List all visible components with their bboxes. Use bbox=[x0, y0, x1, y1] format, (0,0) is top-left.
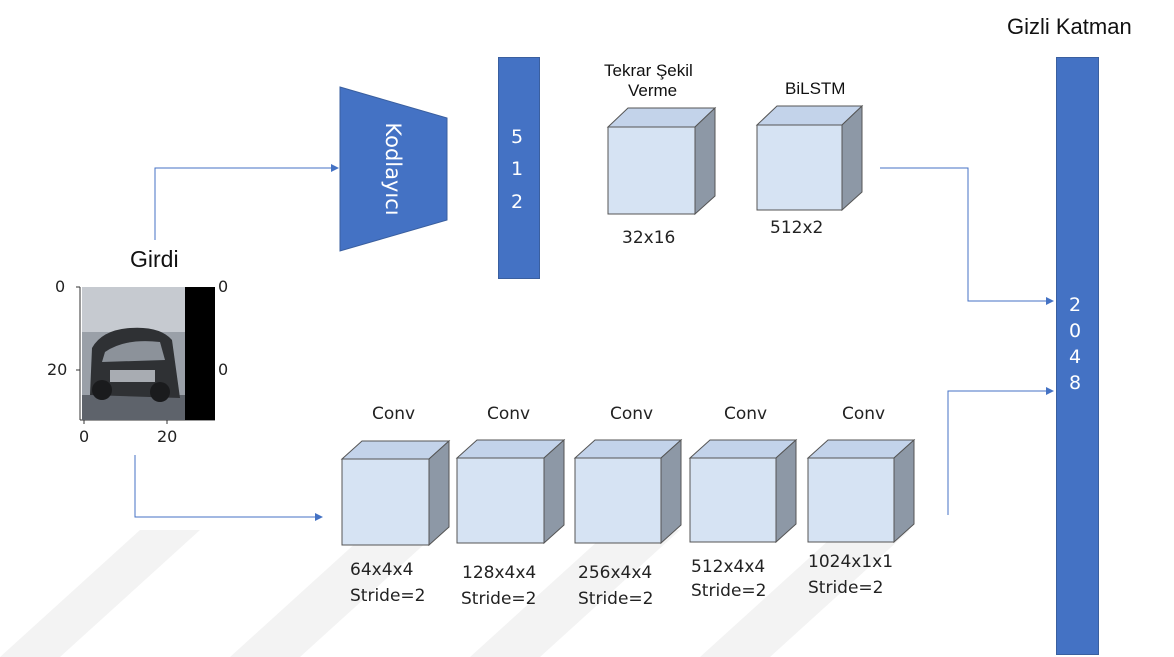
reshape-size: 32x16 bbox=[622, 228, 676, 248]
conv-size: 256x4x4 bbox=[578, 563, 653, 583]
conv-label: Conv bbox=[610, 404, 654, 424]
conv-stride: Stride=2 bbox=[350, 586, 426, 606]
conv-size: 1024x1x1 bbox=[808, 552, 894, 572]
latent-digit: 5 bbox=[511, 126, 524, 148]
input-y-tick: 0 bbox=[55, 277, 66, 296]
hidden-layer-digit: 0 bbox=[1069, 320, 1082, 342]
bilstm-label: BiLSTM bbox=[785, 79, 846, 98]
conv-label: Conv bbox=[372, 404, 416, 424]
reshape-label-line2: Verme bbox=[628, 81, 678, 100]
input-x-tick: 20 bbox=[157, 427, 178, 446]
conv-stride: Stride=2 bbox=[691, 581, 767, 601]
cube-conv-1 bbox=[340, 439, 451, 547]
arrow-conv-to-hidden bbox=[947, 387, 1054, 515]
conv-label: Conv bbox=[487, 404, 531, 424]
conv-stride: Stride=2 bbox=[808, 578, 884, 598]
input-right-tick: 0 bbox=[218, 277, 229, 296]
conv-stride: Stride=2 bbox=[461, 589, 537, 609]
cube-bilstm bbox=[755, 104, 864, 212]
cube-conv-4 bbox=[688, 438, 798, 544]
input-title: Girdi bbox=[130, 246, 179, 272]
reshape-label-line1: Tekrar Şekil bbox=[604, 61, 693, 80]
arrow-bilstm-to-hidden bbox=[880, 167, 1054, 305]
bilstm-size: 512x2 bbox=[770, 218, 824, 238]
encoder-label: Kodlayıcı bbox=[381, 122, 405, 216]
hidden-layer-digit: 4 bbox=[1069, 346, 1082, 368]
conv-label: Conv bbox=[724, 404, 768, 424]
cube-conv-5 bbox=[806, 438, 916, 544]
hidden-layer-digit: 2 bbox=[1069, 294, 1082, 316]
input-right-tick: 0 bbox=[218, 360, 229, 379]
hidden-layer-digit: 8 bbox=[1069, 372, 1082, 394]
input-y-tick: 20 bbox=[47, 360, 68, 379]
conv-size: 128x4x4 bbox=[462, 563, 537, 583]
cube-reshape bbox=[606, 106, 717, 216]
conv-size: 64x4x4 bbox=[350, 560, 414, 580]
input-x-tick: 0 bbox=[79, 427, 90, 446]
latent-bar: 5 1 2 bbox=[498, 57, 540, 279]
cube-conv-3 bbox=[573, 438, 683, 545]
hidden-layer-bar: 2 0 4 8 bbox=[1056, 57, 1099, 655]
conv-stride: Stride=2 bbox=[578, 589, 654, 609]
conv-size: 512x4x4 bbox=[691, 557, 766, 577]
conv-label: Conv bbox=[842, 404, 886, 424]
hidden-layer-title: Gizli Katman bbox=[1007, 14, 1132, 39]
encoder-trapezoid bbox=[339, 86, 448, 252]
latent-digit: 2 bbox=[511, 191, 524, 213]
latent-digit: 1 bbox=[511, 158, 524, 180]
arrow-input-to-encoder bbox=[154, 164, 339, 240]
cube-conv-2 bbox=[455, 438, 566, 545]
input-image-plot bbox=[76, 286, 215, 424]
arrow-input-to-conv bbox=[134, 455, 323, 521]
